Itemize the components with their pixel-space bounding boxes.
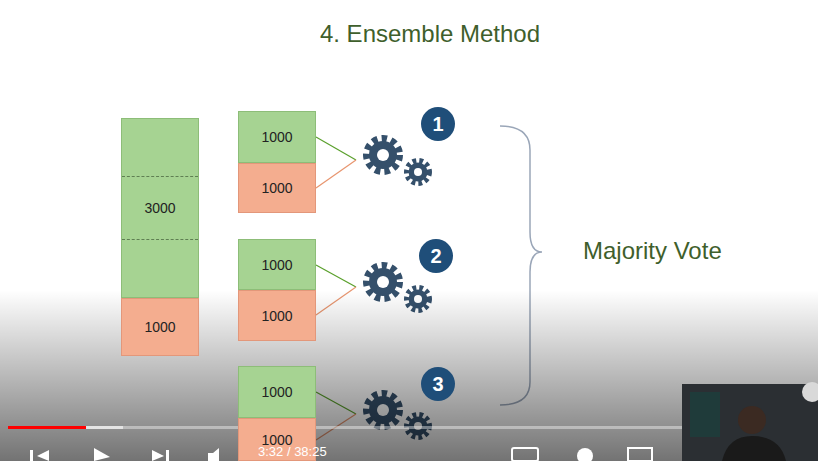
count-label: 1000 [261, 384, 292, 400]
callout-number: 2 [430, 245, 441, 268]
player-controls [30, 448, 652, 461]
sample-block: 1000 [238, 366, 316, 418]
player-shade [0, 290, 818, 461]
webcam-thumbnail [682, 382, 818, 461]
sample-block: 1000 [238, 111, 316, 163]
sample-block: 1000 [238, 163, 316, 213]
count-label: 1000 [261, 308, 292, 324]
callout-circle: 1 [420, 106, 456, 142]
sample-block: 3000 [121, 118, 199, 298]
sample-block: 1000 [238, 290, 316, 341]
count-label: 1000 [144, 319, 175, 335]
count-label: 1000 [261, 257, 292, 273]
callout-number: 3 [432, 373, 443, 396]
callout-number: 1 [432, 113, 443, 136]
count-label: 3000 [144, 200, 175, 216]
sample-block: 1000 [238, 239, 316, 290]
count-label: 1000 [261, 180, 292, 196]
progress-buffer [8, 426, 123, 429]
dashed-divider [122, 176, 198, 177]
progress-played [8, 426, 86, 429]
result-label: Majority Vote [583, 237, 722, 265]
dashed-divider [122, 239, 198, 240]
sample-block: 1000 [121, 298, 199, 356]
diagram-title: 4. Ensemble Method [200, 20, 660, 48]
count-label: 1000 [261, 129, 292, 145]
callout-circle: 3 [420, 366, 456, 402]
callout-circle: 2 [418, 238, 454, 274]
video-timestamp: 3:32 / 38:25 [258, 444, 327, 459]
